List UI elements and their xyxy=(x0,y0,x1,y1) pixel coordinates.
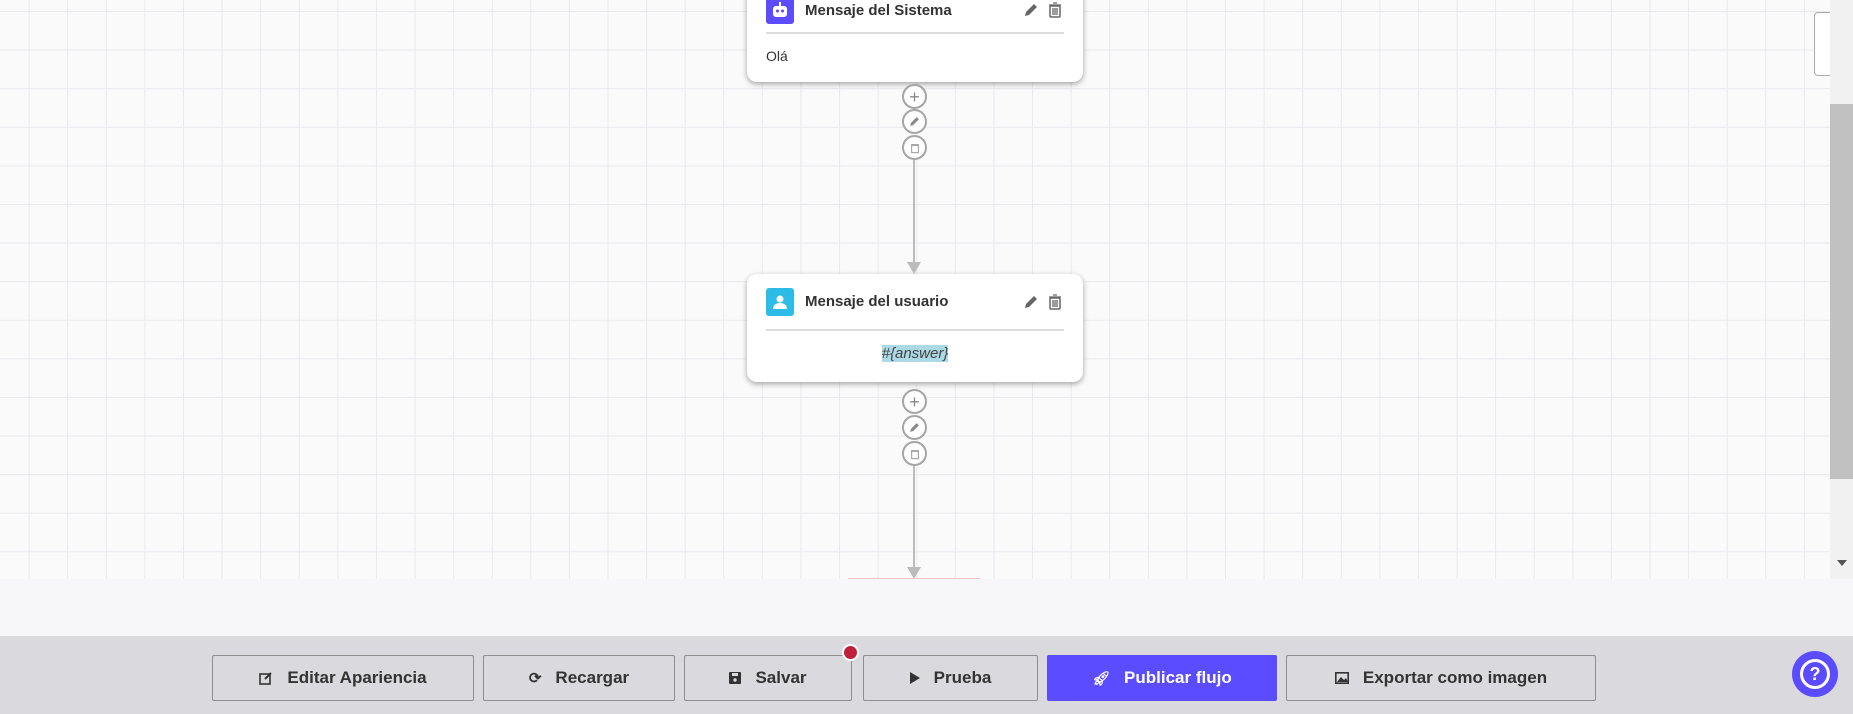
button-label: Editar Apariencia xyxy=(287,668,427,687)
node-user-message[interactable]: Mensaje del usuario #{answer} xyxy=(747,274,1083,382)
publish-flow-button[interactable]: 🚀︎ Publicar flujo xyxy=(1047,655,1277,701)
bottom-toolbar: Editar Apariencia ⟳ Recargar Salvar Prue… xyxy=(0,636,1853,714)
button-label: Prueba xyxy=(933,668,992,687)
scroll-down-arrow-icon[interactable] xyxy=(1837,560,1847,566)
question-icon: ? xyxy=(1800,659,1830,689)
edit-node-button[interactable] xyxy=(902,109,927,134)
pencil-icon[interactable] xyxy=(1022,293,1040,311)
button-label: Salvar xyxy=(755,668,807,687)
edit-node-button[interactable] xyxy=(902,415,927,440)
button-label: Exportar como imagen xyxy=(1362,668,1548,687)
vertical-scrollbar[interactable] xyxy=(1830,0,1853,579)
help-button[interactable]: ? xyxy=(1792,651,1838,697)
edit-icon xyxy=(259,672,273,685)
add-node-button[interactable]: + xyxy=(902,389,927,414)
refresh-icon: ⟳ xyxy=(528,670,542,687)
image-icon xyxy=(1334,672,1349,684)
button-label: Recargar xyxy=(555,668,630,687)
connector-line xyxy=(913,466,915,572)
node-system-message[interactable]: Mensaje del Sistema Olá xyxy=(747,0,1083,82)
test-button[interactable]: Prueba xyxy=(863,655,1038,701)
trash-icon xyxy=(910,449,919,459)
save-icon xyxy=(729,672,742,684)
pencil-icon xyxy=(910,423,919,432)
user-icon xyxy=(766,287,794,316)
pencil-icon[interactable] xyxy=(1022,1,1040,19)
variable-placeholder: #{answer} xyxy=(881,345,949,362)
trash-icon[interactable] xyxy=(1046,1,1064,19)
trash-icon[interactable] xyxy=(1046,293,1064,311)
plus-icon: + xyxy=(909,391,920,412)
save-button[interactable]: Salvar xyxy=(684,644,859,701)
delete-node-button[interactable] xyxy=(902,135,927,160)
connector-arrow xyxy=(907,262,921,274)
delete-node-button[interactable] xyxy=(902,441,927,466)
next-node-edge xyxy=(848,578,980,579)
plus-icon: + xyxy=(909,86,920,107)
reload-button[interactable]: ⟳ Recargar xyxy=(483,655,675,701)
robot-icon xyxy=(766,0,794,24)
export-image-button[interactable]: Exportar como imagen xyxy=(1286,655,1596,701)
scrollbar-thumb[interactable] xyxy=(1830,104,1853,479)
unsaved-indicator xyxy=(842,644,859,661)
button-label: Publicar flujo xyxy=(1124,668,1232,687)
connector-arrow xyxy=(907,567,921,579)
node-title: Mensaje del Sistema xyxy=(805,1,952,19)
edit-appearance-button[interactable]: Editar Apariencia xyxy=(212,655,474,701)
node-title: Mensaje del usuario xyxy=(805,293,949,310)
node-content: Olá xyxy=(766,48,788,64)
pencil-icon xyxy=(910,117,919,126)
trash-icon xyxy=(910,143,919,153)
rocket-icon: 🚀︎ xyxy=(1092,669,1111,686)
connector-line xyxy=(913,160,915,264)
flow-canvas[interactable]: Mensaje del Sistema Olá + Mensaje del us… xyxy=(0,0,1830,579)
play-icon xyxy=(909,672,920,684)
add-node-button[interactable]: + xyxy=(902,84,927,109)
